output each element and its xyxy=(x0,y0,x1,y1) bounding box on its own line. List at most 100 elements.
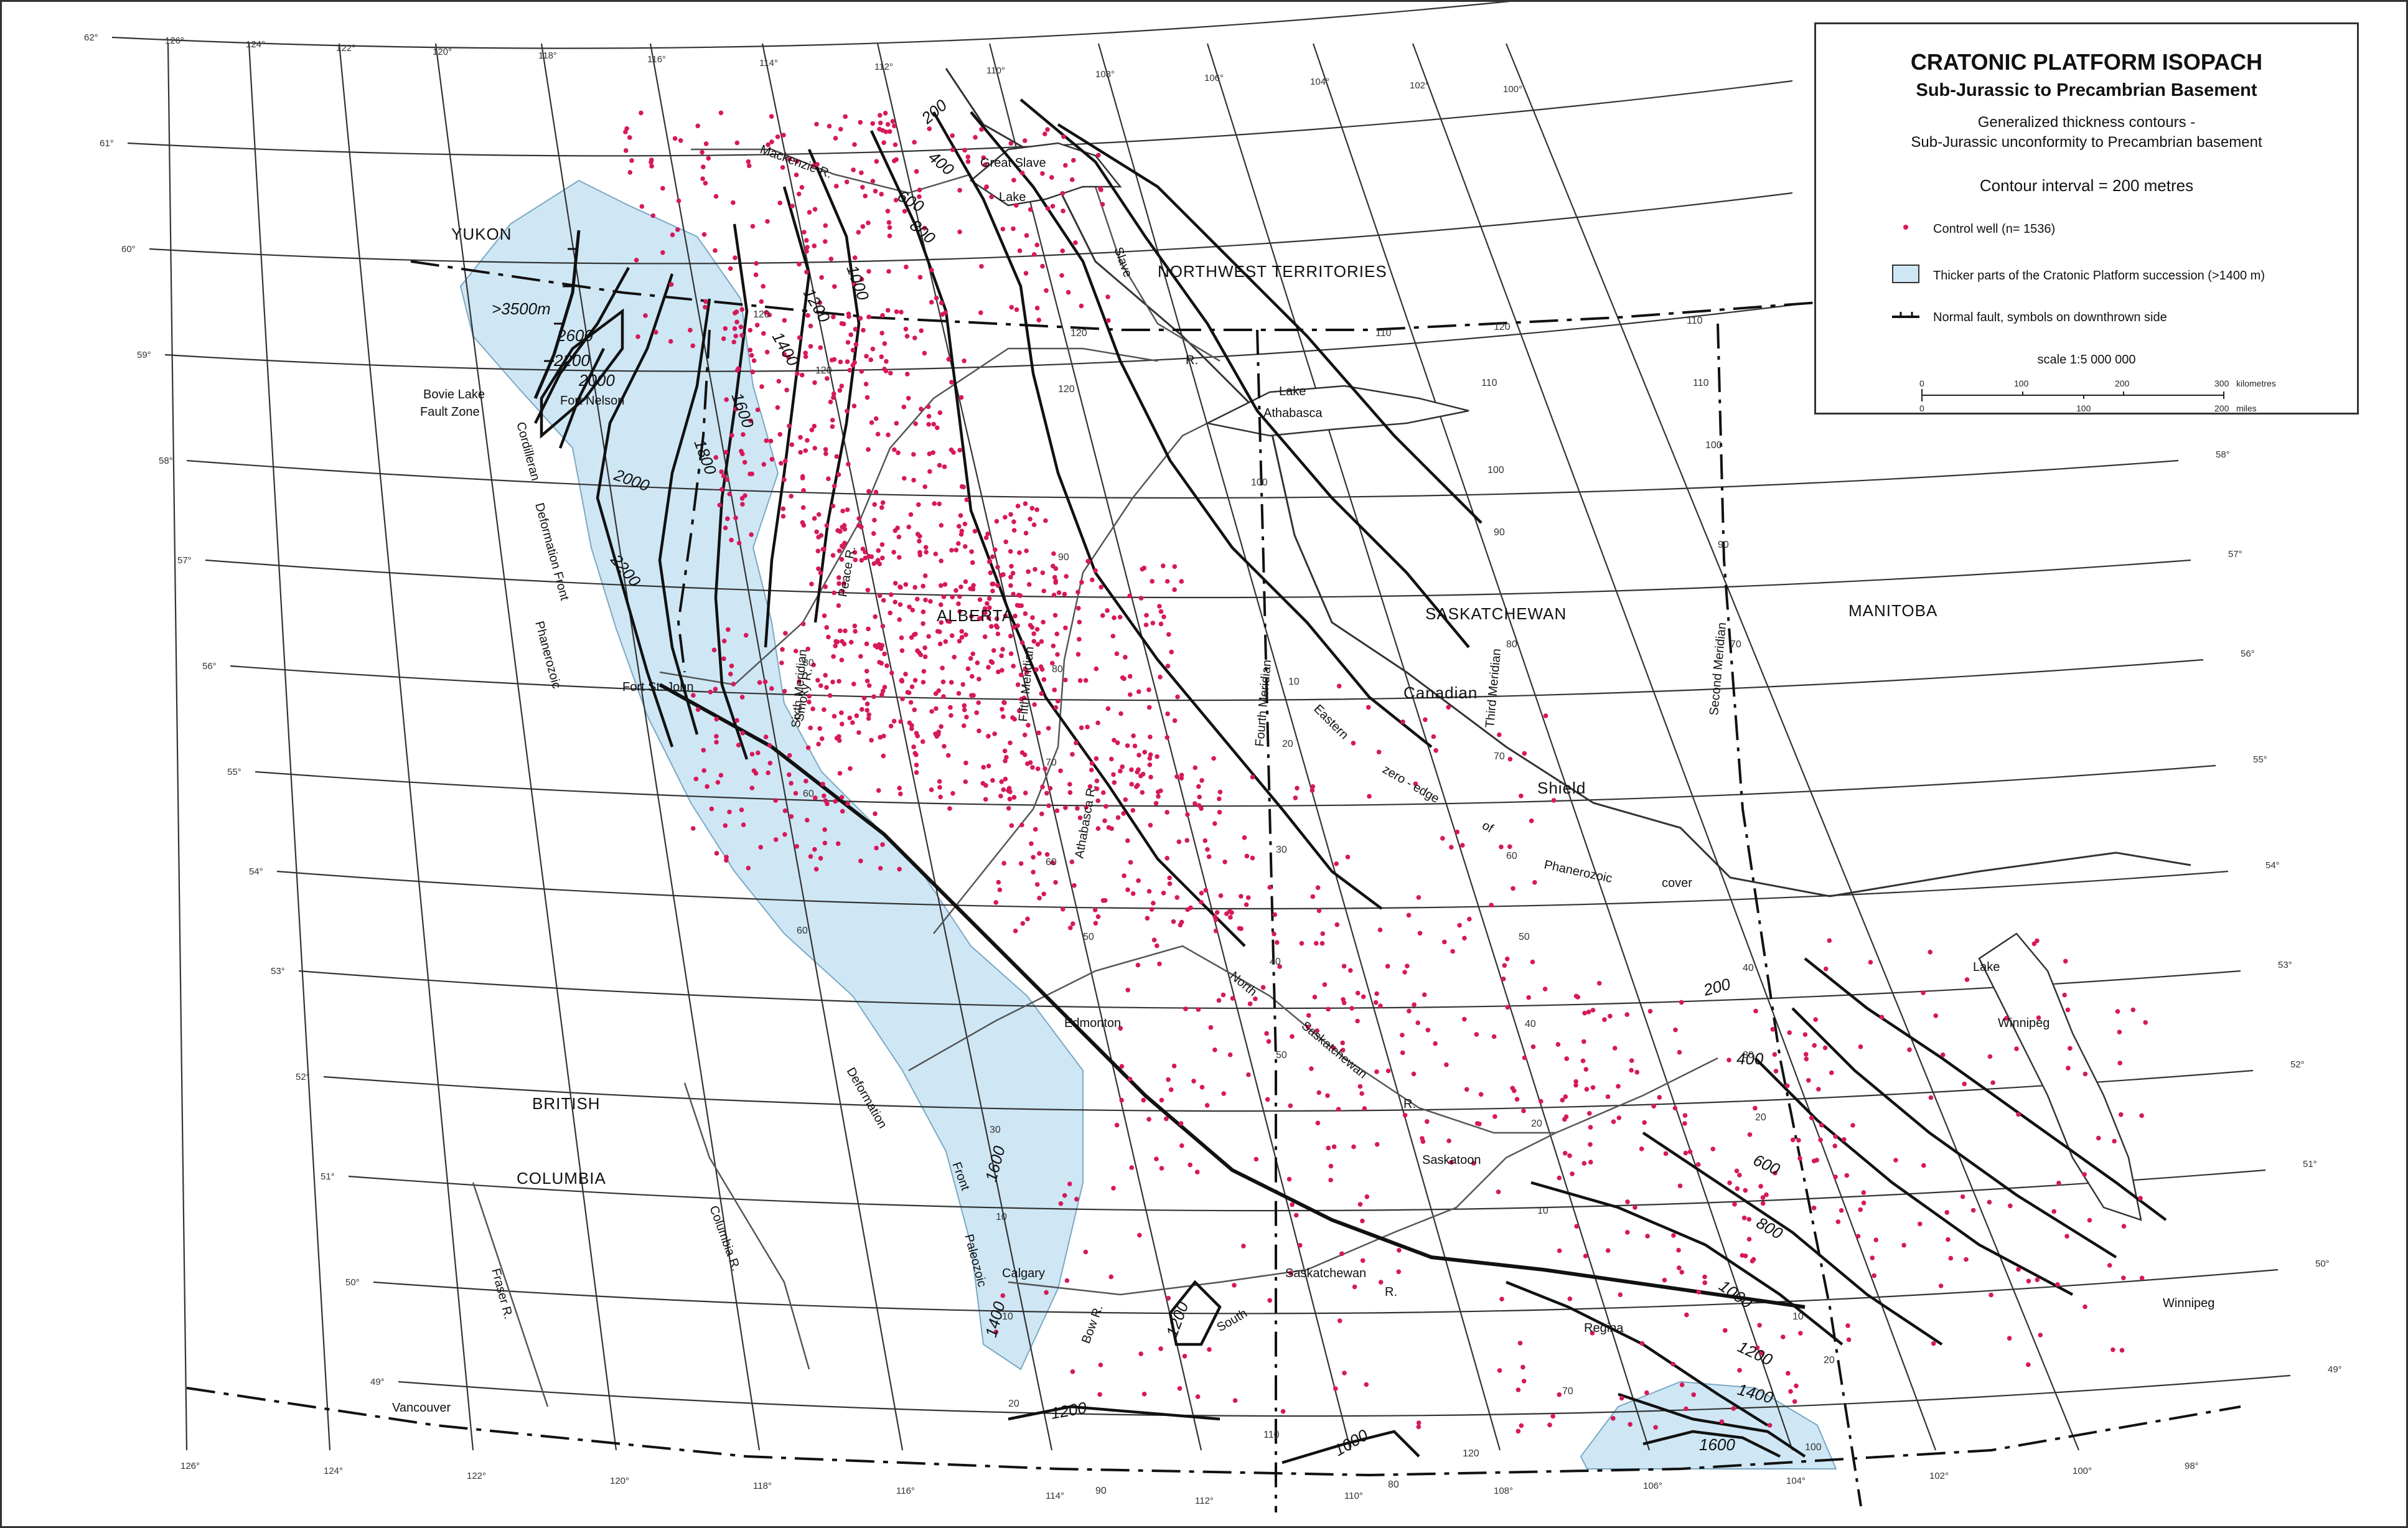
control-well xyxy=(1023,790,1028,795)
control-well xyxy=(872,502,877,507)
control-well xyxy=(1109,826,1114,832)
control-well xyxy=(1040,784,1045,790)
control-well xyxy=(1754,1345,1760,1351)
control-well xyxy=(879,192,884,197)
control-well xyxy=(767,743,772,748)
control-well xyxy=(1457,922,1462,928)
control-well xyxy=(1400,1033,1405,1038)
control-well xyxy=(1266,1039,1272,1044)
control-well xyxy=(993,1329,999,1334)
control-well xyxy=(804,238,809,243)
control-well xyxy=(705,784,710,789)
control-well xyxy=(957,523,962,529)
control-well xyxy=(1702,1274,1707,1280)
control-well xyxy=(1588,1160,1593,1165)
control-well xyxy=(718,110,724,116)
control-well xyxy=(815,678,820,683)
control-well xyxy=(1164,856,1169,861)
control-well xyxy=(1174,774,1179,779)
control-well xyxy=(1061,906,1066,912)
control-well xyxy=(758,845,763,850)
control-well xyxy=(1165,663,1171,668)
control-well xyxy=(1002,748,1008,754)
lon-bottom-label: 104° xyxy=(1786,1476,1806,1486)
control-well xyxy=(823,584,828,589)
control-well xyxy=(839,795,845,800)
control-well xyxy=(1035,766,1041,771)
control-well xyxy=(1467,916,1472,922)
control-well xyxy=(703,304,708,310)
lake-athabasca xyxy=(1205,385,1469,437)
control-well xyxy=(872,517,877,523)
control-well xyxy=(1753,1105,1758,1111)
control-well xyxy=(1295,785,1300,791)
legend-desc-2: Sub-Jurassic unconformity to Precambrian… xyxy=(1911,134,2262,151)
control-well xyxy=(1120,675,1125,680)
control-well xyxy=(807,700,812,705)
control-well xyxy=(1333,1386,1338,1391)
control-well xyxy=(853,557,858,563)
label-columbia-r: Columbia R. xyxy=(706,1204,743,1273)
control-well xyxy=(1106,318,1111,323)
control-well xyxy=(1522,1055,1527,1061)
control-well xyxy=(1341,997,1346,1002)
control-well xyxy=(623,148,629,153)
control-well xyxy=(846,311,851,317)
control-well xyxy=(2117,1061,2122,1066)
control-well xyxy=(773,837,779,842)
control-well xyxy=(1003,776,1008,782)
control-well xyxy=(840,721,845,727)
control-well xyxy=(1014,307,1019,312)
control-well xyxy=(864,668,869,674)
lat-left-label: 49° xyxy=(370,1377,385,1387)
control-well xyxy=(1213,928,1219,934)
control-well xyxy=(1516,1428,1521,1434)
label-calgary: Calgary xyxy=(1002,1267,1045,1280)
control-well xyxy=(1740,1253,1745,1258)
control-well xyxy=(873,614,878,619)
control-well xyxy=(927,469,932,474)
control-well xyxy=(1288,1103,1293,1109)
control-well xyxy=(1188,905,1193,911)
control-well xyxy=(1010,571,1016,576)
control-well xyxy=(812,243,817,248)
control-well xyxy=(895,525,900,530)
control-well xyxy=(1093,568,1098,573)
control-well xyxy=(940,665,945,671)
control-well xyxy=(984,184,989,190)
control-well xyxy=(1385,1068,1391,1074)
control-well xyxy=(2115,1009,2120,1014)
control-well xyxy=(957,594,962,599)
control-well xyxy=(2139,1275,2145,1281)
township-label: 110 xyxy=(1693,378,1709,388)
control-well xyxy=(1221,1091,1226,1096)
control-well xyxy=(1584,1087,1590,1092)
control-well xyxy=(739,333,744,338)
control-well xyxy=(977,677,981,682)
control-well xyxy=(793,649,799,654)
control-well xyxy=(1036,317,1041,322)
control-well xyxy=(1628,1422,1633,1427)
control-well xyxy=(1639,1146,1644,1151)
control-well xyxy=(740,731,746,736)
control-well xyxy=(1008,549,1013,554)
control-well xyxy=(1009,564,1014,569)
control-well xyxy=(831,395,836,400)
control-well xyxy=(1102,818,1107,823)
control-well xyxy=(1119,1097,1124,1103)
control-well xyxy=(880,555,885,561)
label-bovie-1: Bovie Lake xyxy=(423,388,485,401)
control-well xyxy=(1474,1032,1479,1037)
control-well xyxy=(926,414,932,419)
control-well xyxy=(1164,810,1169,815)
lat-left-label: 51° xyxy=(321,1171,335,1182)
control-well xyxy=(996,669,1001,675)
slave-river xyxy=(1094,186,1220,362)
control-well xyxy=(1146,687,1151,692)
control-well xyxy=(1316,908,1322,913)
control-well xyxy=(717,502,723,508)
control-well xyxy=(939,724,944,729)
parallel-line xyxy=(373,1268,2279,1315)
control-well xyxy=(1964,977,1970,982)
control-well xyxy=(901,405,907,410)
